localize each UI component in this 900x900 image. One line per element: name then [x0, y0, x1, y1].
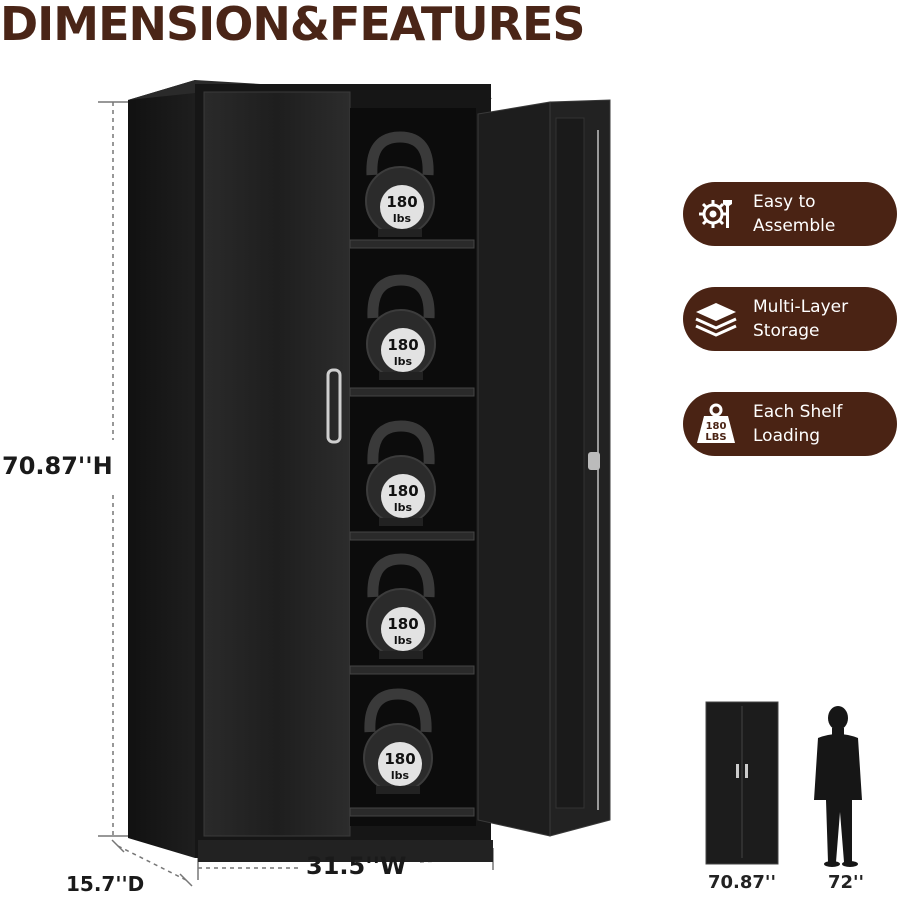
feature-easy-assemble: Easy to Assemble: [683, 182, 897, 246]
person-silhouette: [814, 706, 862, 867]
kettlebell-weight: 180: [387, 336, 418, 354]
feature-line1: Each Shelf: [753, 402, 843, 422]
kettlebell-unit: lbs: [394, 355, 413, 368]
weight-icon-number: 180: [706, 421, 727, 432]
layers-icon: [693, 296, 739, 342]
gear-wrench-icon: [693, 191, 739, 237]
feature-line2: Assemble: [753, 216, 836, 236]
feature-line2: Loading: [753, 426, 821, 446]
feature-line2: Storage: [753, 321, 820, 341]
feature-line1: Multi-Layer: [753, 297, 849, 317]
cabinet-height-label: 70.87'': [708, 872, 776, 893]
kettlebell-weight: 180: [386, 193, 417, 211]
shelves: [349, 239, 475, 817]
person-height-label: 72'': [828, 872, 865, 893]
cabinet-side: [128, 80, 195, 858]
door-handle: [326, 368, 342, 444]
feature-line1: Easy to: [753, 192, 816, 212]
width-label: 31.5''W: [306, 852, 407, 880]
height-label: 70.87''H: [2, 452, 113, 480]
weight-icon: 180 LBS: [693, 401, 739, 447]
kettlebell-weight: 180: [387, 482, 418, 500]
left-door: [203, 91, 351, 837]
kettlebell-unit: lbs: [393, 212, 412, 225]
kettlebell-weight: 180: [384, 750, 415, 768]
feature-multi-layer: Multi-Layer Storage: [683, 287, 897, 351]
page-title: DIMENSION&FEATURES: [0, 0, 586, 51]
weight-icon-unit: LBS: [705, 432, 726, 443]
width-dimension-line: [198, 857, 494, 869]
small-cabinet: [705, 701, 779, 865]
kettlebell-unit: lbs: [394, 501, 413, 514]
door-lock: [588, 452, 600, 470]
depth-label: 15.7''D: [66, 872, 145, 896]
kettlebell-unit: lbs: [391, 769, 410, 782]
feature-shelf-loading: 180 LBS Each Shelf Loading: [683, 392, 897, 456]
kettlebell-weight: 180: [387, 615, 418, 633]
kettlebell-unit: lbs: [394, 634, 413, 647]
